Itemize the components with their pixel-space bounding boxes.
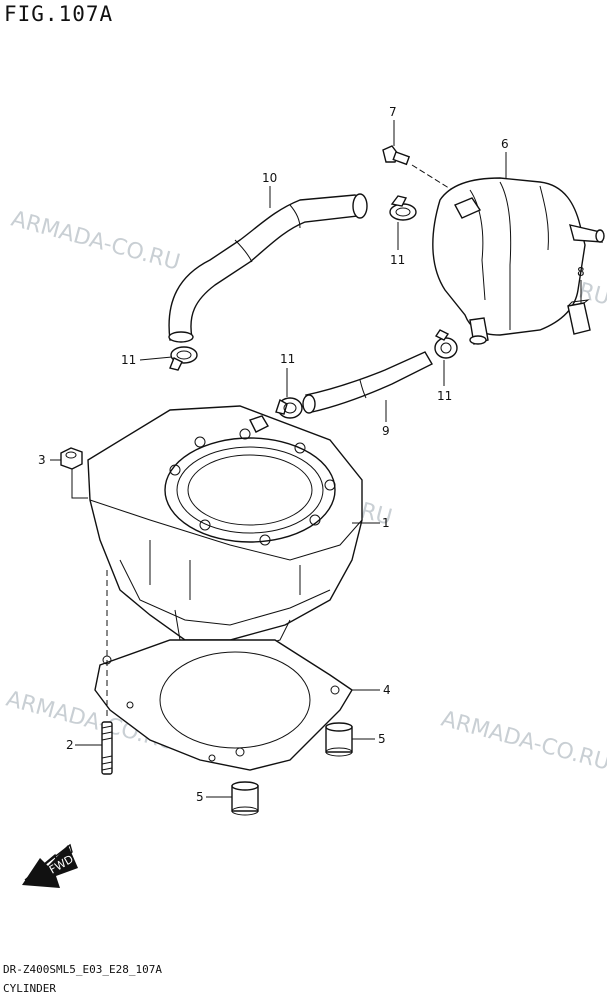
dowel-pin-5-lower [231,781,259,816]
callout-3: 3 [38,453,46,467]
callout-8: 8 [577,265,585,279]
hose-9 [302,351,433,414]
clamp-11-upper [389,195,417,221]
callout-6: 6 [501,137,509,151]
watermark-1: ARMADA-CO.RU [8,207,182,276]
callout-5b: 5 [196,790,204,804]
clamp-11-left [169,346,198,371]
cushion-8 [567,299,591,335]
callout-4: 4 [383,683,391,697]
watermark-5: ARMADA-CO.RU [438,707,607,776]
clamp-11-right [434,329,458,359]
gasket-4 [94,639,353,771]
footer-code: DR-Z400SML5_E03_E28_107A [3,963,162,976]
stud-2 [101,570,113,775]
figure-title: FIG.107A [4,2,114,26]
callout-7: 7 [389,105,397,119]
callout-10: 10 [262,171,277,185]
callout-9: 9 [382,424,390,438]
callout-11d: 11 [437,389,452,403]
nut-3 [60,447,83,470]
footer-name: CYLINDER [3,982,56,995]
cylinder-1 [87,405,363,648]
callout-11b: 11 [121,353,136,367]
callout-5a: 5 [378,732,386,746]
fwd-arrow-icon: FWD [22,843,78,888]
callouts: 7 6 10 8 11 11 11 11 9 3 1 4 2 5 5 [38,105,585,804]
callout-2: 2 [66,738,74,752]
leader-lines [50,120,582,798]
clamp-11-mid [275,397,303,419]
callout-11a: 11 [390,253,405,267]
reed-valve-case-6 [432,177,605,345]
dowel-pin-5-upper [325,722,353,757]
bolt-7 [382,145,461,196]
hose-10 [168,193,368,343]
callout-1: 1 [382,516,390,530]
callout-11c: 11 [280,352,295,366]
